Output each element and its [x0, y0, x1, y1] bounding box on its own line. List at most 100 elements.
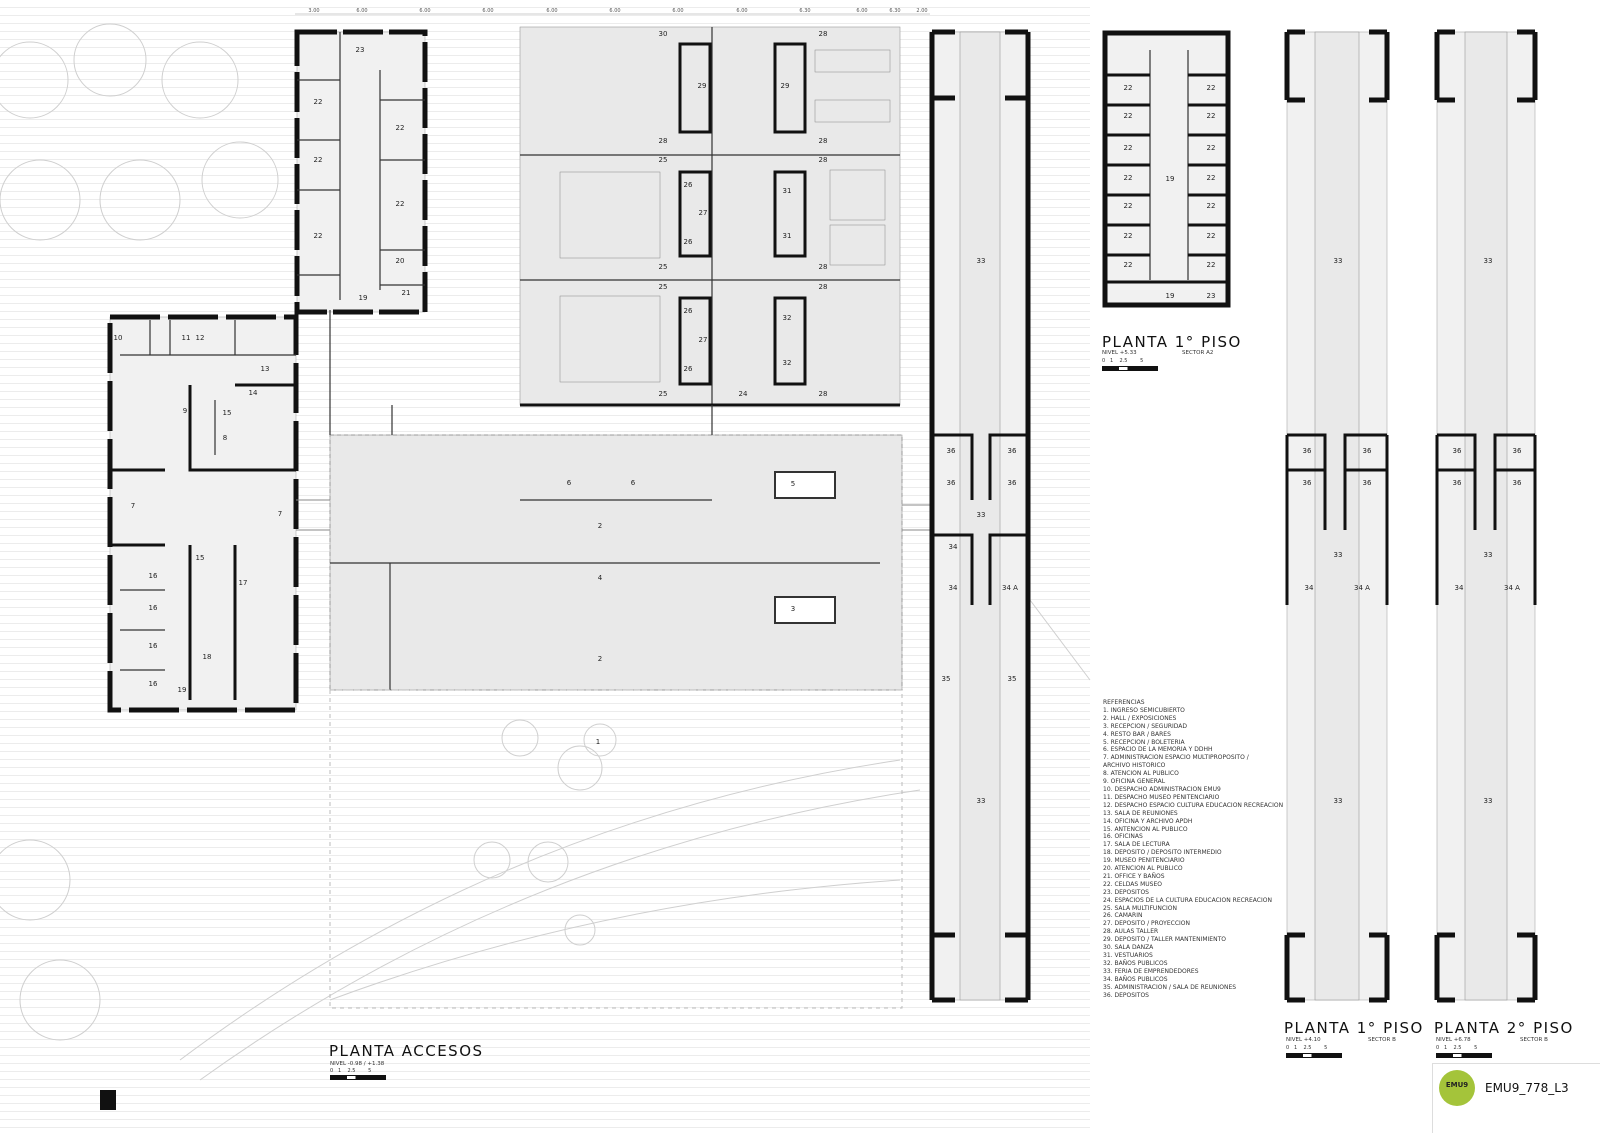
- plan-level: NIVEL +4.10: [1286, 1037, 1321, 1043]
- room-number: 25: [659, 390, 668, 398]
- room-number: 19: [1166, 175, 1175, 183]
- room-number: 22: [396, 200, 405, 208]
- reference-item: 6. ESPACIO DE LA MEMORIA Y DDHH: [1103, 746, 1213, 754]
- plan-title-b1: PLANTA 1° PISO: [1284, 1019, 1424, 1037]
- room-number: 7: [278, 510, 282, 518]
- room-number: 36: [1303, 479, 1312, 487]
- scale-bar: [1102, 366, 1158, 371]
- room-number: 22: [1207, 84, 1216, 92]
- dimension-label: 6.00: [546, 8, 557, 14]
- room-number: 12: [196, 334, 205, 342]
- room-number: 15: [223, 409, 232, 417]
- reference-item: 24. ESPACIOS DE LA CULTURA EDUCACION REC…: [1103, 896, 1272, 904]
- room-number: 15: [196, 554, 205, 562]
- reference-item: 8. ATENCION AL PUBLICO: [1103, 770, 1179, 778]
- room-number: 17: [239, 579, 248, 587]
- room-number: 32: [783, 359, 792, 367]
- plan-sector: SECTOR B: [1368, 1037, 1396, 1043]
- plan-level: NIVEL +6.78: [1436, 1037, 1471, 1043]
- room-number: 36: [1453, 479, 1462, 487]
- toilets: [773, 296, 807, 386]
- dimension-label: 6.00: [419, 8, 430, 14]
- references-title: REFERENCIAS: [1103, 699, 1145, 706]
- reference-item: 12. DESPACHO ESPACIO CULTURA EDUCACION R…: [1103, 801, 1284, 809]
- room-number: 30: [659, 30, 668, 38]
- room-number: 23: [1207, 292, 1216, 300]
- room-number: 2: [598, 655, 602, 663]
- reference-item: 1. INGRESO SEMICUBIERTO: [1103, 706, 1185, 714]
- room-number: 10: [114, 334, 123, 342]
- room-number: 20: [396, 257, 405, 265]
- room-number: 31: [783, 187, 792, 195]
- room-number: 25: [659, 283, 668, 291]
- room-number: 33: [1484, 257, 1493, 265]
- room-number: 34 A: [1354, 584, 1370, 592]
- reference-item: 28. AULAS TALLER: [1103, 928, 1159, 936]
- dimension-label: 6.00: [856, 8, 867, 14]
- room-number: 21: [402, 289, 411, 297]
- storage-room: [773, 42, 807, 134]
- room-number: 22: [1124, 261, 1133, 269]
- plan-level: NIVEL -0.98 / +1.38: [330, 1061, 385, 1067]
- storage-room: [678, 42, 712, 134]
- room-number: 27: [699, 336, 708, 344]
- reference-item: 19. MUSEO PENITENCIARIO: [1103, 857, 1185, 865]
- room-number: 29: [781, 82, 790, 90]
- room-number: 26: [684, 307, 693, 315]
- room-number: 36: [1513, 447, 1522, 455]
- dimension-label: 6.00: [609, 8, 620, 14]
- room-number: 34 A: [1002, 584, 1018, 592]
- reference-item: 35. ADMINISTRACION / SALA DE REUNIONES: [1103, 983, 1237, 991]
- room-number: 33: [1334, 551, 1343, 559]
- room-number: 22: [1124, 112, 1133, 120]
- room-number: 1: [596, 738, 600, 746]
- reference-item: 27. DEPOSITO / PROYECCION: [1103, 920, 1190, 928]
- room-number: 33: [1334, 797, 1343, 805]
- room-number: 28: [819, 390, 828, 398]
- room-number: 11: [182, 334, 191, 342]
- room-number: 28: [819, 283, 828, 291]
- north-wing-floor: [296, 31, 426, 313]
- room-number: 19: [178, 686, 187, 694]
- room-number: 22: [314, 156, 323, 164]
- reference-item: 14. OFICINA Y ARCHIVO APDH: [1103, 817, 1193, 825]
- reference-item: 18. DEPOSITO / DEPOSITO INTERMEDIO: [1103, 849, 1222, 857]
- admin-block-walls: [107, 314, 299, 713]
- room-number: 33: [977, 511, 986, 519]
- room-number: 26: [684, 181, 693, 189]
- reference-item: 25. SALA MULTIFUNCION: [1103, 904, 1177, 912]
- dressing-room: [678, 296, 712, 386]
- reference-item: 13. SALA DE REUNIONES: [1103, 809, 1178, 817]
- reference-item: 21. OFFICE Y BAÑOS: [1103, 872, 1165, 880]
- covered-entrance-outline: [329, 689, 903, 1009]
- room-number: 36: [1513, 479, 1522, 487]
- room-number: 33: [1334, 257, 1343, 265]
- room-number: 22: [1124, 84, 1133, 92]
- reference-item: 34. BAÑOS PUBLICOS: [1103, 975, 1168, 983]
- reference-item: 9. OFICINA GENERAL: [1103, 778, 1166, 786]
- reference-item: ARCHIVO HISTORICO: [1103, 762, 1166, 770]
- room-number: 25: [659, 263, 668, 271]
- site-context: [0, 23, 1091, 1081]
- room-number: 34: [949, 543, 958, 551]
- reference-item: 7. ADMINISTRACION ESPACIO MULTIPROPOSITO…: [1103, 754, 1249, 762]
- room-number: 22: [314, 232, 323, 240]
- room-number: 22: [1207, 174, 1216, 182]
- scale-labels: 0 1 2.5 5: [330, 1068, 372, 1074]
- scale-bar: [1436, 1053, 1492, 1058]
- room-number: 7: [131, 502, 135, 510]
- dimension-label: 6.00: [672, 8, 683, 14]
- dimension-label: 6.30: [889, 8, 900, 14]
- reference-item: 11. DESPACHO MUSEO PENITENCIARIO: [1103, 793, 1220, 801]
- plan-sector: SECTOR B: [1520, 1037, 1548, 1043]
- room-number: 28: [659, 137, 668, 145]
- dimension-label: 6.00: [482, 8, 493, 14]
- room-number: 28: [819, 156, 828, 164]
- room-number: 36: [1363, 479, 1372, 487]
- room-number: 35: [1008, 675, 1017, 683]
- sheet-stamp: EMU9 EMU9_778_L3: [1432, 1063, 1600, 1133]
- room-number: 28: [819, 137, 828, 145]
